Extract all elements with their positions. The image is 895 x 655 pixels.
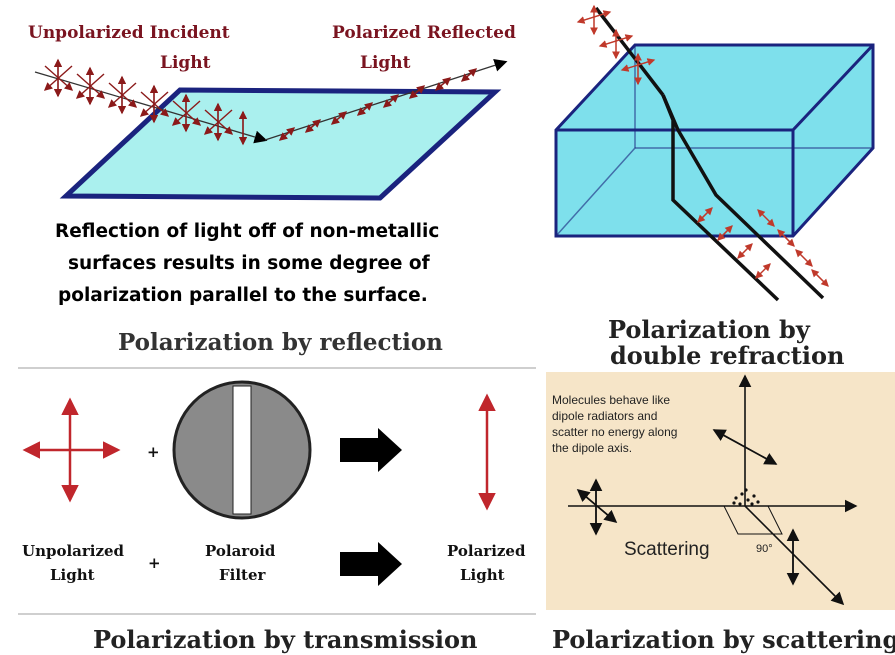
scattering-diagram: Molecules behave like dipole radiators a…	[546, 372, 895, 654]
reflection-description-line2: surfaces results in some degree of	[68, 253, 431, 274]
reflection-description-line3: polarization parallel to the surface.	[58, 285, 428, 306]
scattering-note-line1: Molecules behave like	[552, 393, 670, 407]
extraordinary-ray	[661, 94, 825, 300]
incident-vectors	[43, 58, 248, 146]
transmission-panel: + Unpolarized Light + Polaroid Filter Po…	[0, 372, 536, 655]
unpolarized-label-line1: Unpolarized	[22, 542, 125, 560]
plus-sign-top: +	[147, 443, 160, 461]
reflection-caption: Polarization by reflection	[118, 329, 443, 356]
reflection-panel: Unpolarized Incident Light Polarized Ref…	[0, 0, 536, 370]
molecules	[732, 488, 760, 506]
double-refraction-caption-line2: double refraction	[610, 341, 844, 370]
unpolarized-light-icon	[22, 397, 121, 503]
unpolarized-label-line2: Light	[50, 566, 95, 584]
polarized-label-line2: Light	[460, 566, 505, 584]
arrow-right-icon	[340, 542, 402, 586]
polarized-label-line1: Polarized	[447, 542, 526, 560]
polarization-vectors	[576, 4, 829, 287]
scattering-caption: Polarization by scattering	[552, 625, 895, 654]
reflective-surface	[59, 87, 502, 201]
transmission-caption: Polarization by transmission	[93, 625, 477, 654]
reflected-label-line1: Polarized Reflected	[332, 23, 516, 43]
reflected-vectors	[278, 68, 478, 141]
polaroid-label-line2: Filter	[219, 566, 267, 584]
scattering-background	[546, 372, 895, 610]
angle-label: 90°	[756, 543, 773, 555]
scattered-beam-diagonal	[744, 505, 845, 606]
arrow-right-icon	[340, 428, 402, 472]
polaroid-label-line1: Polaroid	[205, 542, 276, 560]
scattering-label: Scattering	[624, 539, 710, 560]
plus-sign-bottom: +	[148, 554, 161, 572]
double-refraction-panel: Polarization by double refraction	[538, 0, 895, 370]
reflected-label-line2: Light	[360, 53, 411, 73]
transmission-diagram: + Unpolarized Light + Polaroid Filter Po…	[18, 380, 536, 654]
polaroid-filter-icon	[172, 380, 312, 520]
incident-label-line1: Unpolarized Incident	[28, 23, 230, 43]
incident-ray	[594, 6, 665, 97]
scattering-note-line2: dipole radiators and	[552, 409, 657, 423]
right-angle-marker	[723, 505, 783, 535]
reflection-diagram: Unpolarized Incident Light Polarized Ref…	[18, 23, 536, 369]
scattering-note-line3: scatter no energy along	[552, 425, 677, 439]
incident-label-line2: Light	[160, 53, 211, 73]
reflection-description-line1: Reflection of light off of non-metallic	[55, 221, 439, 242]
double-refraction-diagram: Polarization by double refraction	[554, 4, 875, 370]
crystal	[554, 43, 875, 238]
scattering-panel: Molecules behave like dipole radiators a…	[538, 372, 895, 655]
scattering-note-line4: the dipole axis.	[552, 441, 632, 455]
double-refraction-caption-line1: Polarization by	[608, 315, 811, 344]
